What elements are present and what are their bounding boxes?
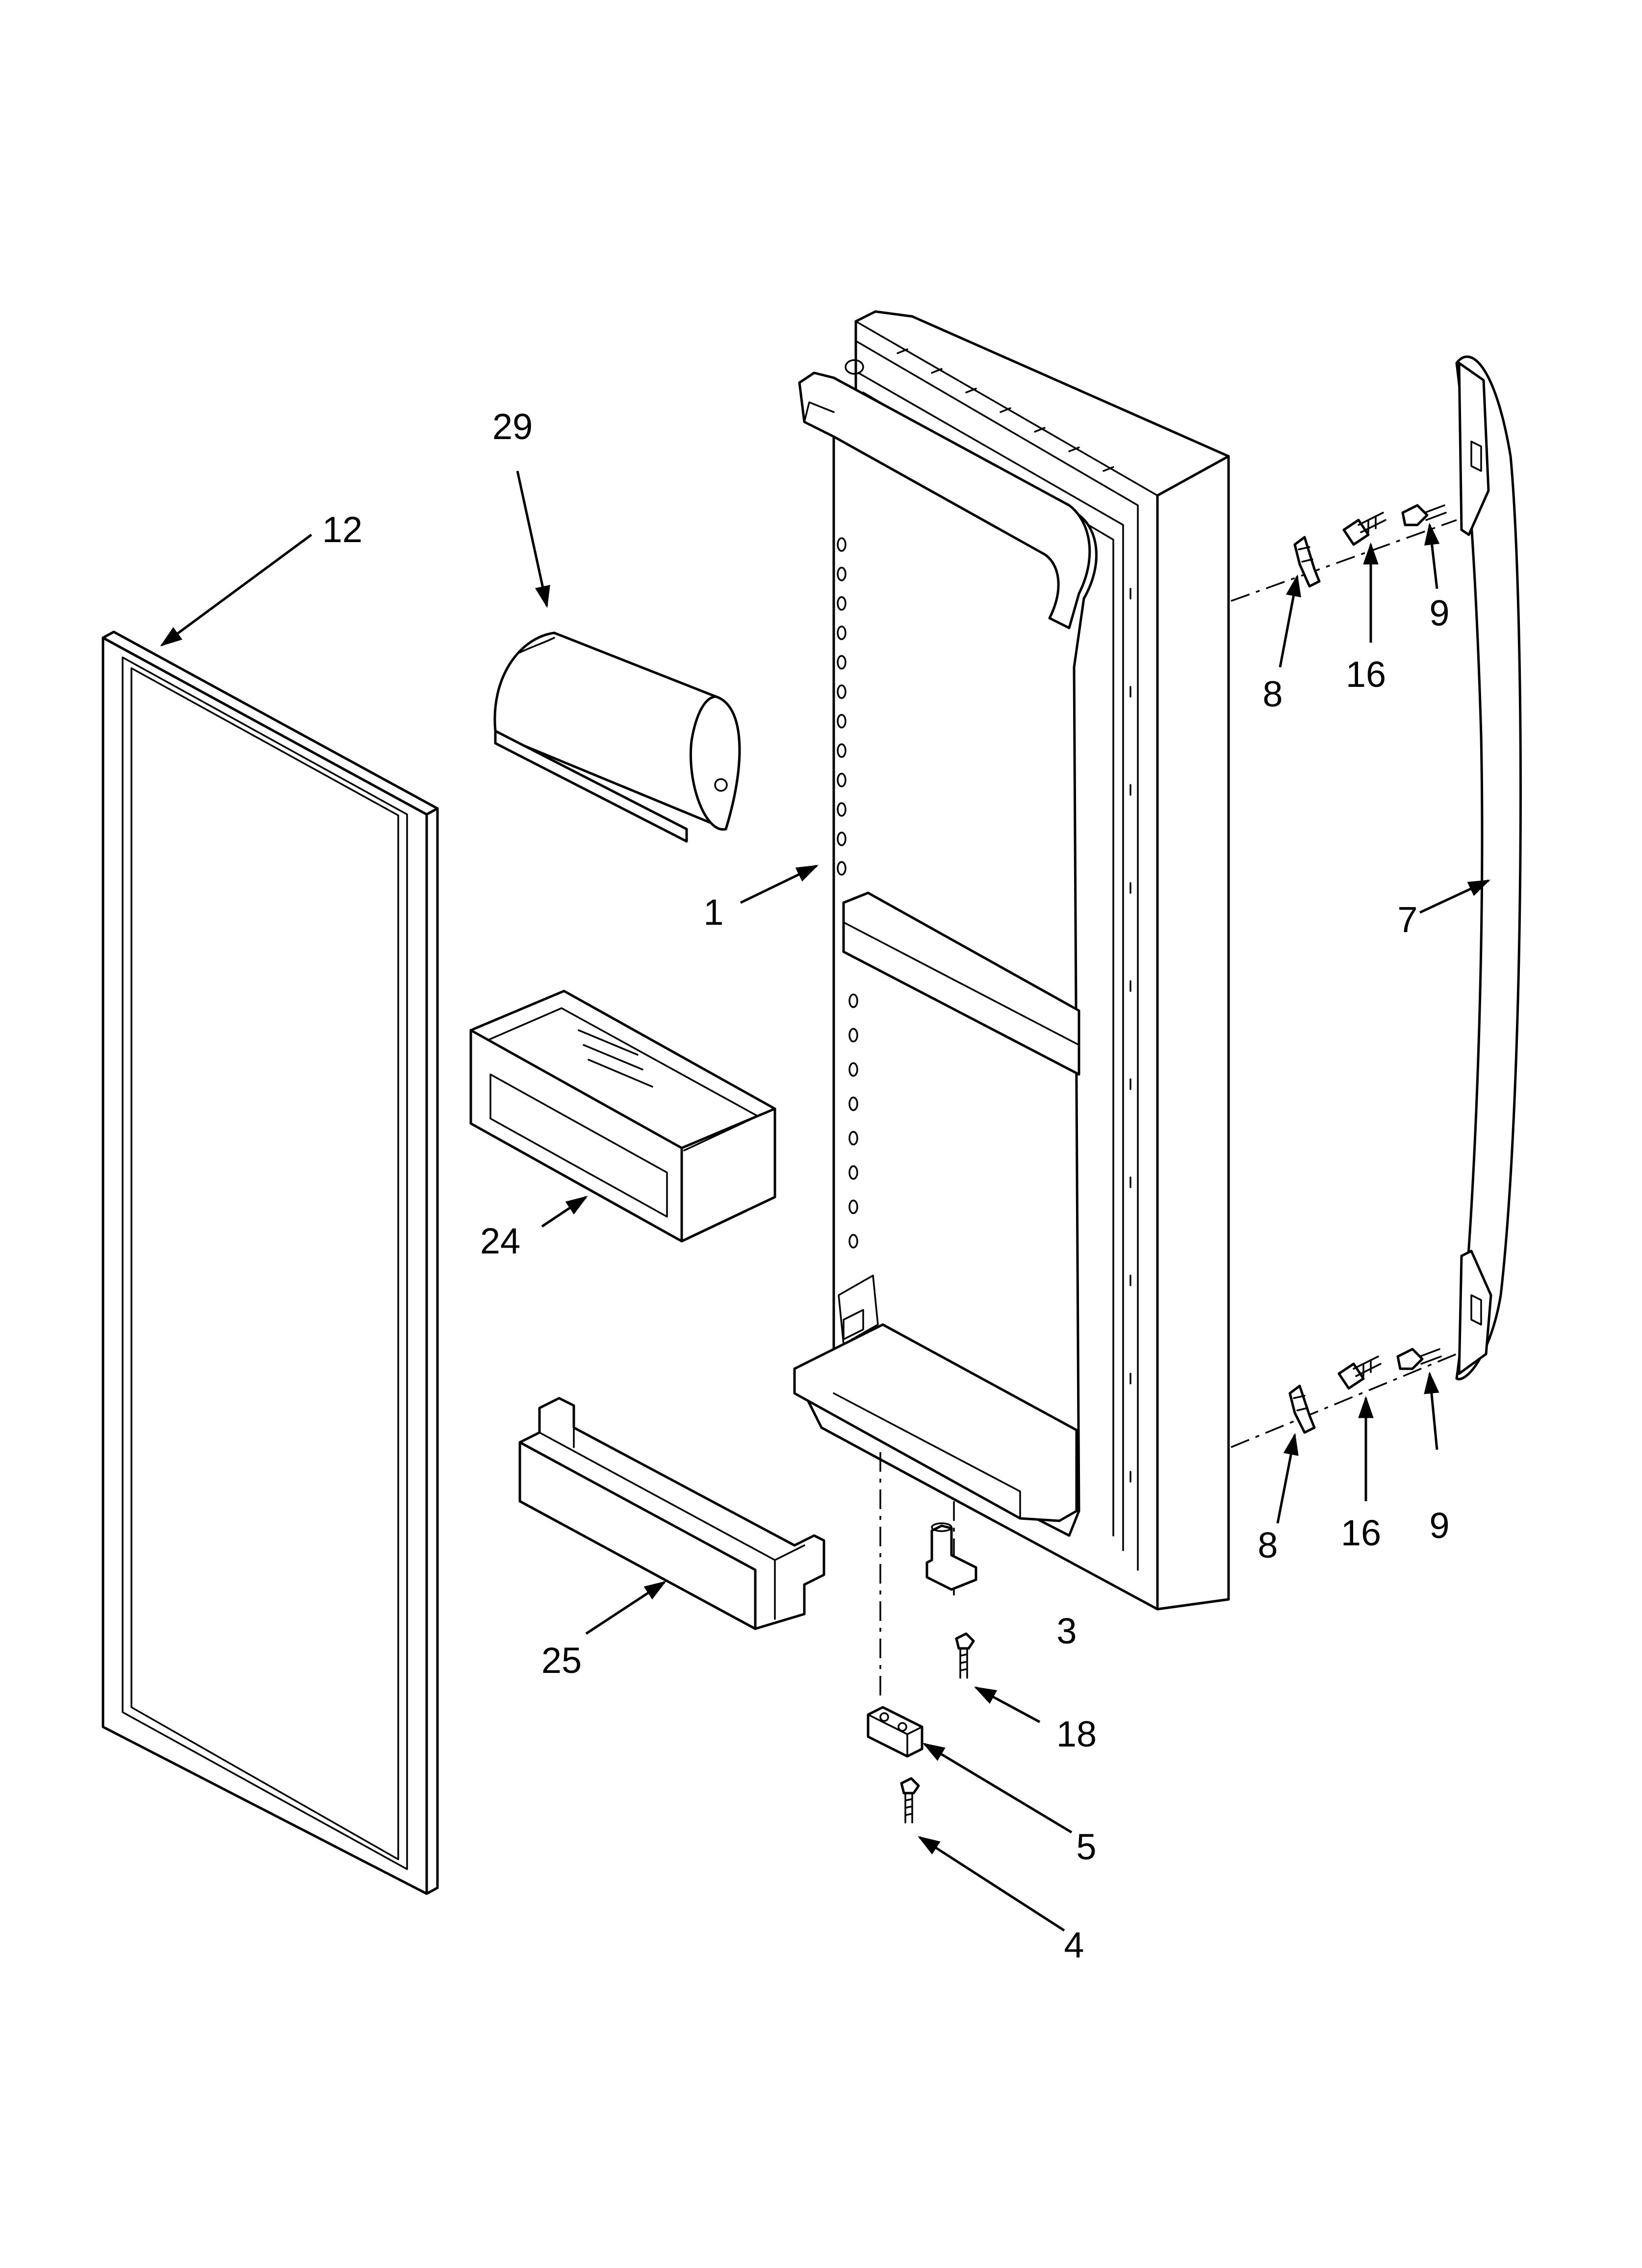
dairy-bin[interactable] (493, 631, 741, 843)
top-clip[interactable] (1293, 536, 1321, 588)
bottom-hardware (1231, 1348, 1457, 1448)
callout-handle: 7 (1397, 899, 1417, 940)
callout-hinge-screw: 4 (1064, 1925, 1084, 1965)
gasket-retainer-ticks (897, 348, 1131, 1483)
callout-top-clip: 8 (1262, 674, 1283, 714)
callout-dairy-bin: 29 (492, 406, 533, 447)
callout-bottom-nut: 9 (1429, 1505, 1449, 1546)
door-bin[interactable] (469, 990, 776, 1243)
door-assembly[interactable] (793, 310, 1230, 1611)
hinge-screw[interactable] (900, 1777, 920, 1824)
callout-bottom-clip: 8 (1257, 1525, 1278, 1565)
callout-hinge-bracket: 5 (1076, 1826, 1096, 1867)
hinge-bracket[interactable] (867, 1706, 924, 1758)
door-gasket[interactable] (102, 630, 439, 1895)
callout-door-assembly: 1 (703, 892, 723, 933)
hinge-pin[interactable] (925, 1522, 977, 1591)
shelf-stud-holes (837, 537, 858, 1249)
door-handle[interactable] (1455, 355, 1522, 1381)
bottom-screw[interactable] (1337, 1356, 1382, 1390)
top-screw[interactable] (1342, 512, 1386, 546)
bottom-nut[interactable] (1396, 1348, 1442, 1370)
callout-pin-screw: 18 (1056, 1714, 1097, 1754)
callout-door-shelf: 25 (541, 1640, 582, 1681)
callout-hinge-pin: 3 (1056, 1611, 1077, 1651)
leader-lines (160, 470, 1491, 1932)
callout-top-screw: 16 (1346, 654, 1386, 695)
hinge-hardware (867, 1452, 977, 1824)
callout-door-gasket: 12 (322, 509, 362, 550)
callout-door-bin: 24 (480, 1221, 520, 1261)
top-hardware (1231, 504, 1457, 602)
callout-bottom-screw: 16 (1341, 1512, 1381, 1553)
pin-screw[interactable] (955, 1632, 975, 1679)
callout-labels: 12 29 1 24 25 7 8 16 9 8 16 9 3 18 5 4 (322, 406, 1450, 1965)
door-shelf[interactable] (518, 1397, 825, 1630)
top-nut[interactable] (1401, 504, 1447, 526)
callout-top-nut: 9 (1429, 593, 1449, 633)
bottom-clip[interactable] (1288, 1384, 1316, 1434)
